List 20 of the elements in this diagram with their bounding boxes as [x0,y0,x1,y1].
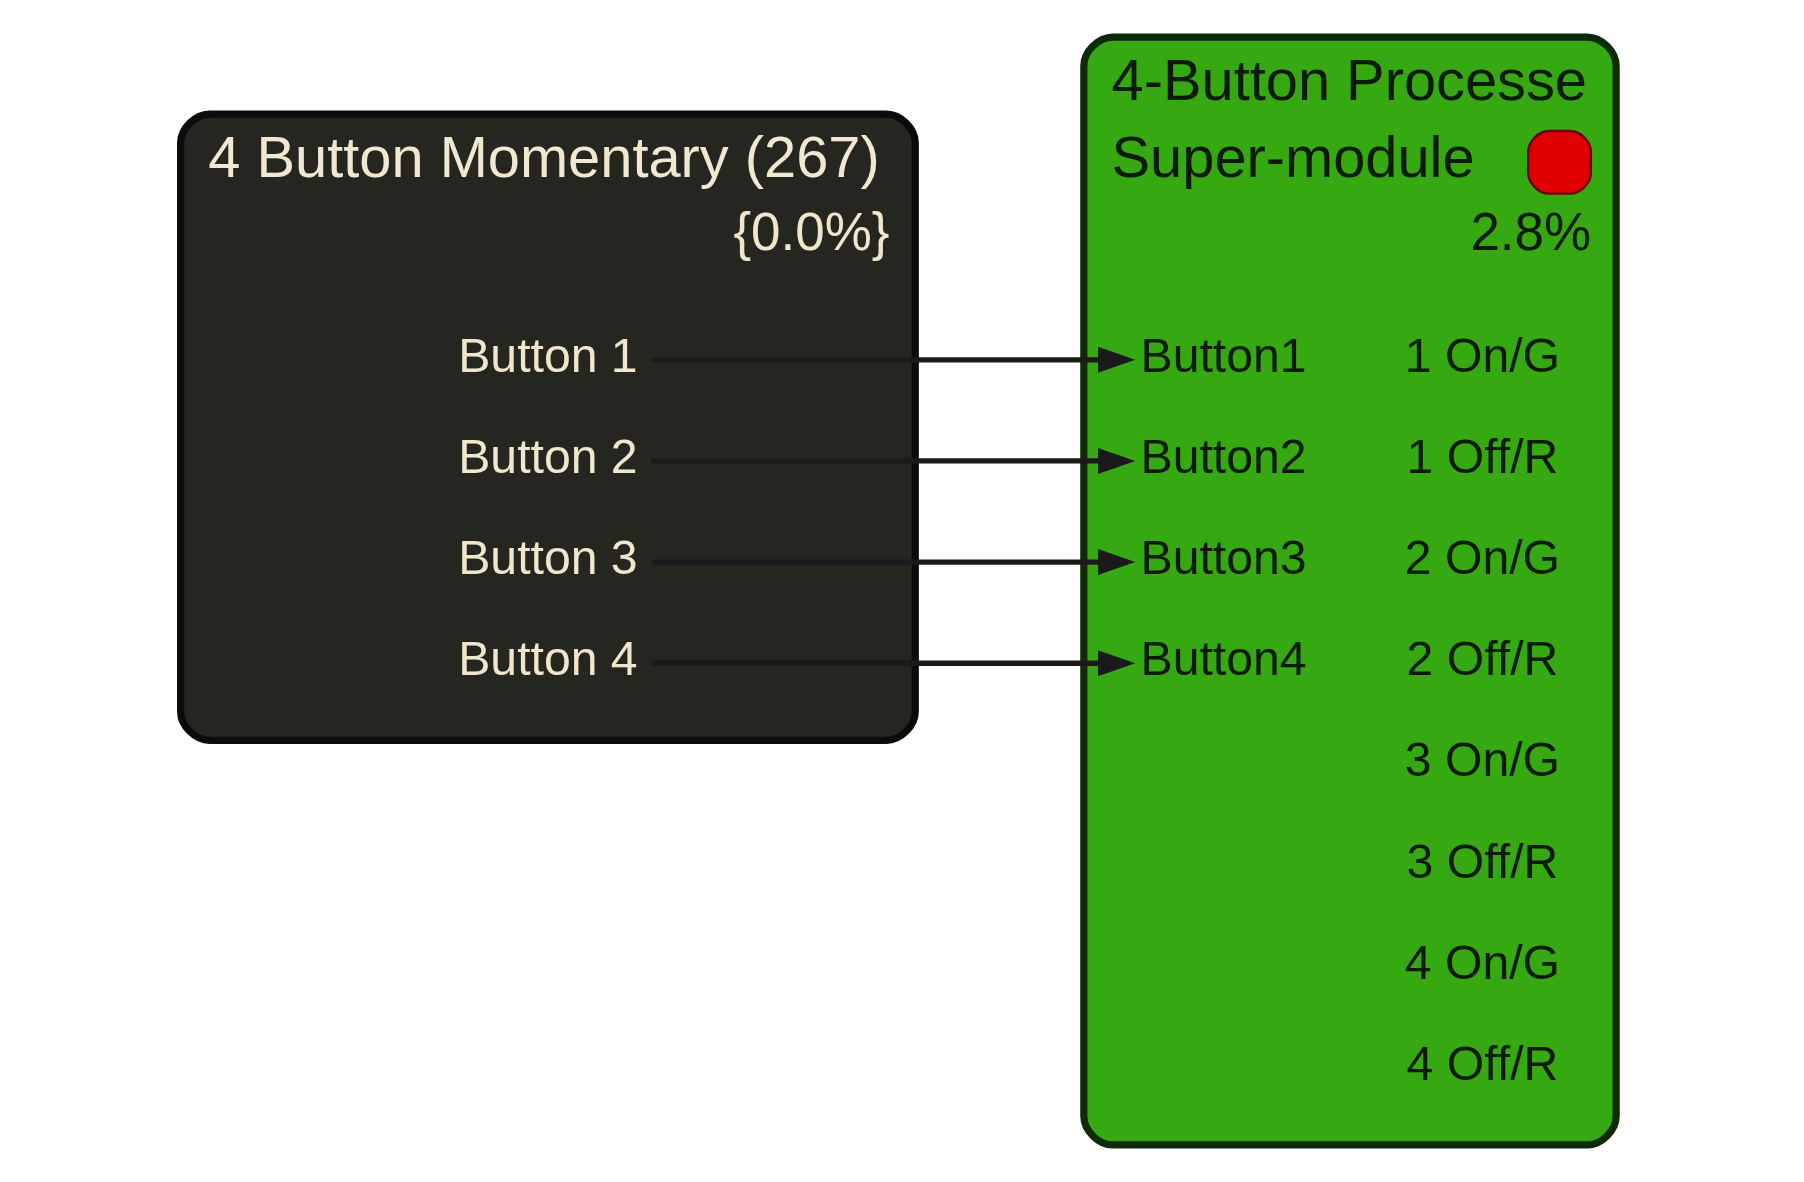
arrow [651,346,1136,373]
arrow [651,650,1136,677]
node-text: Button 2 [458,428,638,483]
node-text: 1 Off/R [1406,428,1559,483]
arrow [651,447,1136,474]
node-text: Button3 [1140,530,1307,585]
node-text: 1 On/G [1404,327,1561,382]
node-text: 2 Off/R [1406,631,1559,686]
node-text: 3 Off/R [1406,833,1559,888]
node-text: Button1 [1140,327,1307,382]
node-text: 4 On/G [1404,934,1561,989]
node-text: 3 On/G [1404,732,1561,787]
node-text: Button 4 [458,631,638,686]
node-text: Button4 [1140,631,1307,686]
node-text: 4 Off/R [1406,1035,1559,1090]
node-text: Button 3 [458,530,638,585]
node-text: Button 1 [458,327,638,382]
node-text: Button2 [1140,428,1307,483]
node-text: 2 On/G [1404,530,1561,585]
arrow [651,549,1136,576]
